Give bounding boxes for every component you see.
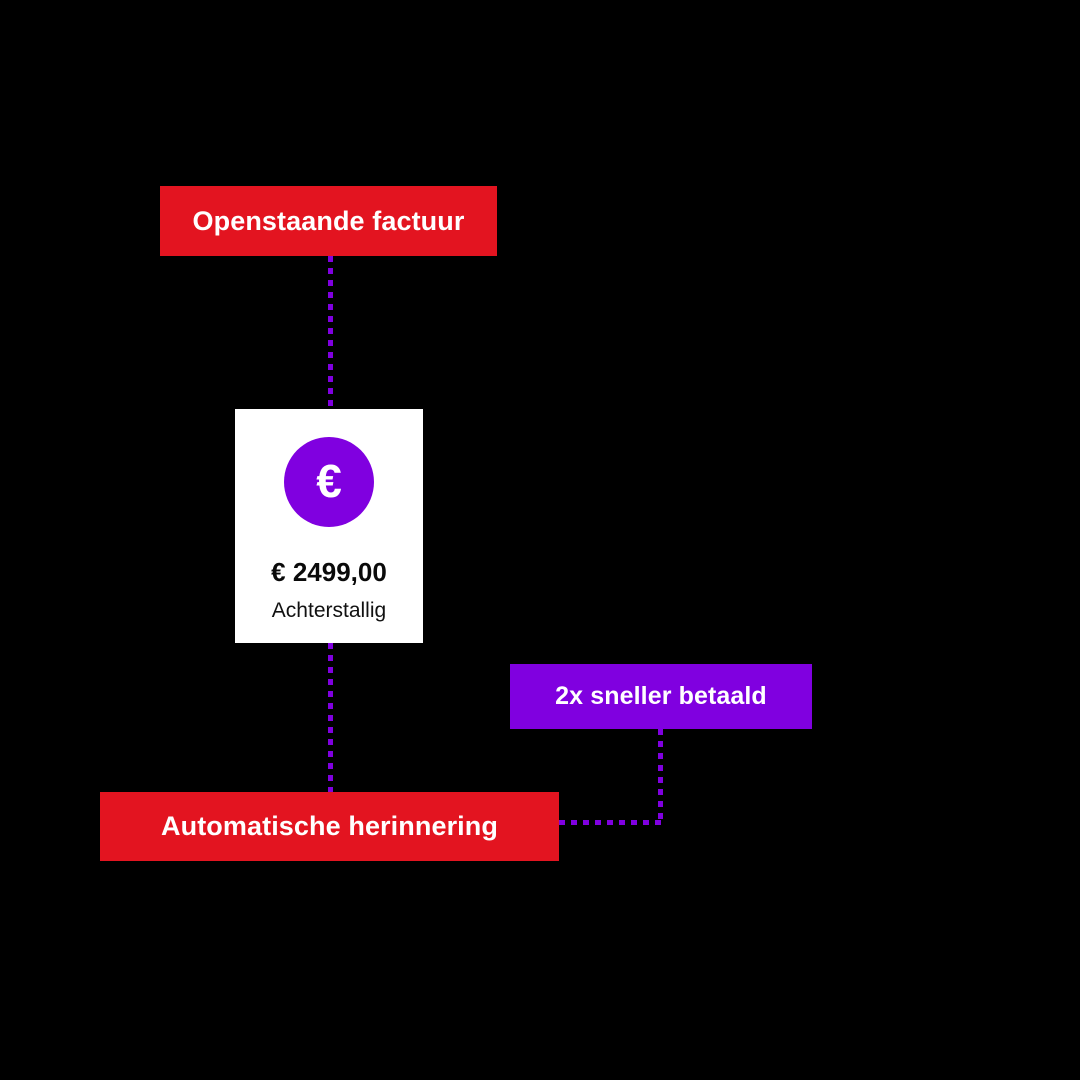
node-automatische-herinnering[interactable]: Automatische herinnering	[100, 792, 559, 861]
node-automatische-herinnering-label: Automatische herinnering	[161, 811, 498, 841]
invoice-status: Achterstallig	[271, 599, 387, 622]
invoice-amount: € 2499,00	[271, 557, 387, 587]
euro-icon-glyph: €	[316, 455, 342, 507]
connector-card-to-herinnering	[328, 643, 333, 793]
node-2x-sneller-betaald-label: 2x sneller betaald	[555, 682, 767, 710]
invoice-card[interactable]: € € 2499,00 Achterstallig	[235, 409, 423, 643]
euro-icon: €	[284, 437, 374, 527]
connector-openstaande-to-card	[328, 256, 333, 409]
connector-sneller-horizontal	[559, 820, 663, 825]
node-2x-sneller-betaald[interactable]: 2x sneller betaald	[510, 664, 812, 729]
node-openstaande-factuur[interactable]: Openstaande factuur	[160, 186, 497, 256]
node-openstaande-factuur-label: Openstaande factuur	[192, 205, 465, 236]
connector-sneller-vertical	[658, 729, 663, 825]
